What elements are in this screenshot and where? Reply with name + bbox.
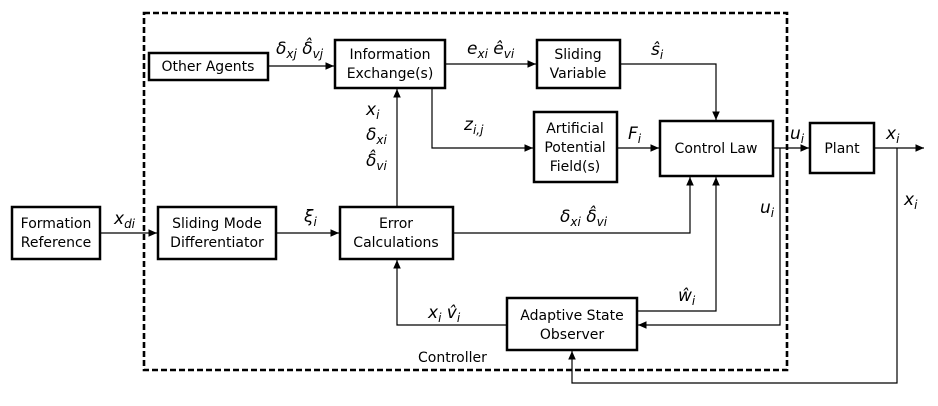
signal-delta-xj-hat-delta-vj: δxj δ̂vj <box>276 36 324 61</box>
signal-hat-delta-vi-stack-3: δ̂vi <box>366 148 388 173</box>
signal-x-i-hat-v-i: xi v̂i <box>427 303 461 325</box>
wire-plant-to-observer-feedback <box>568 148 898 384</box>
error-calculations-line-2: Calculations <box>353 235 438 251</box>
signal-u-i-output: ui <box>790 124 805 146</box>
signal-x-i-output: xi <box>885 124 900 146</box>
signal-wires <box>100 60 924 384</box>
signal-u-i-feedback: ui <box>760 198 775 220</box>
artificial-potential-field-line-3: Field(s) <box>550 159 601 175</box>
artificial-potential-field-line-1: Artificial <box>546 121 604 137</box>
signal-z-ij: zi,j <box>463 115 484 137</box>
control-law-line-1: Control Law <box>675 141 758 157</box>
signal-delta-xi-stack-2: δxi <box>366 125 388 147</box>
signal-delta-xi-hat-delta-vi: δxi δ̂vi <box>560 204 608 229</box>
signal-hat-s-i: ŝi <box>651 40 664 62</box>
wire-sliding-variable-to-control-law <box>620 63 720 120</box>
artificial-potential-field-block: Artificial Potential Field(s) <box>532 110 619 184</box>
wire-observer-to-error <box>393 260 506 326</box>
sliding-mode-differentiator-line-2: Differentiator <box>170 235 264 251</box>
signal-e-xi-hat-e-vi: exi êvi <box>467 39 515 61</box>
signal-f-i: Fi <box>628 124 642 146</box>
sliding-variable-line-1: Sliding <box>554 47 601 63</box>
signal-x-i-feedback: xi <box>903 190 918 212</box>
other-agents-line-1: Other Agents <box>162 59 255 75</box>
signal-hat-w-i: ŵi <box>678 286 696 308</box>
adaptive-state-observer-line-1: Adaptive State <box>520 308 623 324</box>
adaptive-state-observer-line-2: Observer <box>540 327 604 343</box>
signal-xi-i: ξi <box>303 207 317 229</box>
error-calculations-block: Error Calculations <box>338 205 455 261</box>
sliding-mode-differentiator-line-1: Sliding Mode <box>172 216 262 232</box>
plant-block: Plant <box>808 121 876 175</box>
formation-reference-block: Formation Reference <box>10 205 102 261</box>
controller-label: Controller <box>418 350 487 366</box>
formation-reference-line-2: Reference <box>21 235 92 251</box>
formation-reference-line-1: Formation <box>21 216 92 232</box>
wire-observer-to-control-law <box>637 177 720 312</box>
information-exchange-line-1: Information <box>349 47 430 63</box>
adaptive-state-observer-block: Adaptive State Observer <box>505 296 639 352</box>
sliding-variable-line-2: Variable <box>550 66 607 82</box>
control-law-block: Control Law <box>658 119 775 178</box>
sliding-mode-differentiator-block: Sliding Mode Differentiator <box>156 205 278 261</box>
controller-frame <box>142 11 789 372</box>
error-calculations-line-1: Error <box>379 216 413 232</box>
other-agents-block: Other Agents <box>147 51 270 82</box>
information-exchange-line-2: Exchange(s) <box>347 66 434 82</box>
wire-exchange-to-potential-field <box>431 88 533 152</box>
wire-error-to-control-law <box>453 177 694 234</box>
plant-line-1: Plant <box>824 141 860 157</box>
signal-x-i-stack-1: xi <box>365 100 380 122</box>
signal-x-di: xdi <box>113 209 136 231</box>
information-exchange-block: Information Exchange(s) <box>333 38 447 90</box>
artificial-potential-field-line-2: Potential <box>544 140 605 156</box>
wire-control-to-observer-feedback <box>638 148 781 329</box>
sliding-variable-block: Sliding Variable <box>535 38 622 90</box>
